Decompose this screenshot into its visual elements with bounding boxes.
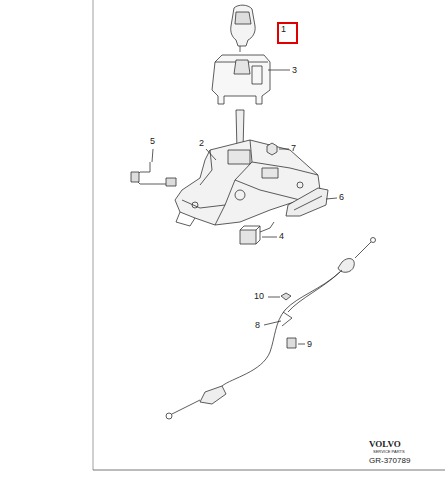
leader-line <box>262 237 277 238</box>
frame-line <box>93 470 445 471</box>
shifter-cover <box>212 55 270 104</box>
leader-line <box>264 321 281 325</box>
callout-number: 3 <box>292 66 297 75</box>
wiring-harness <box>131 162 176 186</box>
highlight-box: 1 <box>277 22 298 44</box>
leader-line <box>326 198 337 199</box>
leader-line <box>206 149 216 160</box>
leader-line <box>298 344 305 345</box>
callout-number: 4 <box>279 232 284 241</box>
nut <box>267 143 277 155</box>
leader-line <box>279 149 289 150</box>
callout-number: 2 <box>199 139 204 148</box>
callout-number: 9 <box>307 340 312 349</box>
callout-number: 5 <box>150 137 155 146</box>
callout-number: 7 <box>291 144 296 153</box>
shift-cable <box>166 238 376 420</box>
bracket <box>286 188 328 216</box>
callout-number: 6 <box>339 193 344 202</box>
brand-subtitle: SERVICE PARTS <box>373 450 405 454</box>
leader-line <box>268 70 290 71</box>
callout-number: 1 <box>279 24 296 34</box>
frame-line <box>93 0 94 470</box>
drawing-number: GR-370789 <box>369 457 410 465</box>
callout-number: 10 <box>254 292 264 301</box>
callout-number: 8 <box>255 321 260 330</box>
leader-line <box>152 149 153 162</box>
leader-line <box>268 297 280 298</box>
gear-knob <box>231 5 255 52</box>
brand-name: VOLVO <box>369 440 401 449</box>
switch-module <box>240 222 274 244</box>
